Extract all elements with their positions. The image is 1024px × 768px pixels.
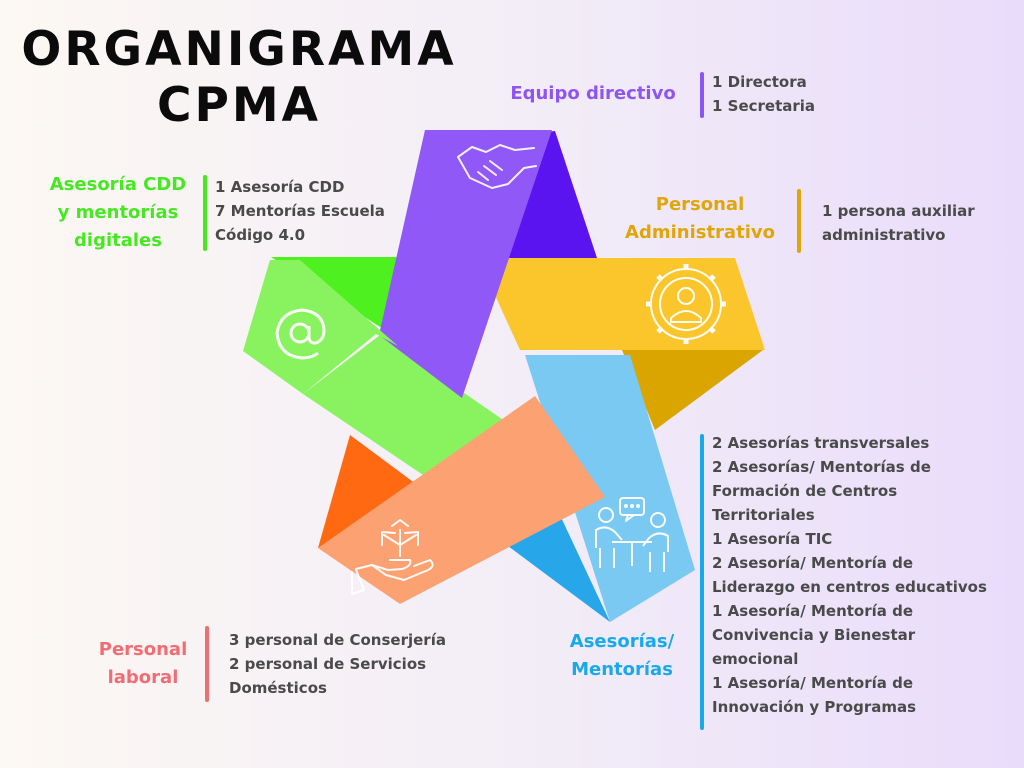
detail-line: 1 persona auxiliar	[822, 202, 975, 220]
label-line: Administrativo	[625, 222, 775, 243]
label-line: Asesoría CDD	[49, 174, 187, 195]
detail-line: 3 personal de Conserjería	[229, 631, 446, 649]
label-personal-laboral: Personal laboral	[80, 636, 206, 692]
detail-line: Convivencia y Bienestar	[712, 626, 916, 644]
detail-line: 1 Asesoría TIC	[712, 530, 833, 548]
label-line: Personal	[98, 639, 188, 660]
detail-line: Liderazgo en centros educativos	[712, 578, 987, 596]
hand-arrows-icon	[351, 519, 434, 595]
detail-line: administrativo	[822, 226, 946, 244]
label-line: y mentorías	[57, 202, 179, 223]
salmon-ribbon	[318, 396, 605, 604]
purple-ribbon	[379, 130, 552, 398]
details-administrativo: 1 persona auxiliar administrativo	[822, 199, 975, 247]
label-asesorias-mentorias: Asesorías/ Mentorías	[556, 628, 688, 684]
detail-line: Innovación y Programas	[712, 698, 917, 716]
detail-line: Territoriales	[712, 506, 815, 524]
label-line: Asesorías/	[569, 631, 675, 652]
details-laboral: 3 personal de Conserjería 2 personal de …	[229, 628, 446, 700]
title-line-1: ORGANIGRAMA	[21, 22, 457, 77]
label-personal-administrativo: Personal Administrativo	[612, 191, 788, 247]
detail-line: emocional	[712, 650, 799, 668]
detail-line: 2 Asesorías/ Mentorías de	[712, 458, 931, 476]
yellow-ribbon-shade	[622, 350, 763, 430]
detail-line: 1 Asesoría CDD	[215, 178, 345, 196]
details-cdd: 1 Asesoría CDD 7 Mentorías Escuela Códig…	[215, 175, 385, 247]
detail-line: 7 Mentorías Escuela	[215, 202, 385, 220]
detail-line: 1 Asesoría/ Mentoría de	[712, 674, 914, 692]
label-asesoria-cdd: Asesoría CDD y mentorías digitales	[40, 171, 196, 255]
page-title: ORGANIGRAMA CPMA	[0, 22, 478, 134]
green-ribbon-lower	[303, 335, 515, 481]
detail-line: 1 Secretaria	[712, 97, 816, 115]
detail-line: Formación de Centros	[712, 482, 898, 500]
detail-line: 1 Directora	[712, 73, 807, 91]
label-line: laboral	[107, 667, 179, 688]
yellow-ribbon	[478, 258, 765, 350]
divider-administrativo	[797, 189, 801, 253]
title-line-2: CPMA	[156, 78, 322, 133]
orange-ribbon-shade	[318, 435, 420, 548]
detail-line: 1 Asesoría/ Mentoría de	[712, 602, 914, 620]
label-equipo-directivo: Equipo directivo	[500, 80, 686, 108]
detail-line: 2 Asesorías transversales	[712, 434, 930, 452]
details-asesorias: 2 Asesorías transversales 2 Asesorías/ M…	[712, 431, 987, 719]
detail-line: Domésticos	[229, 679, 327, 697]
at-sign-icon	[275, 308, 326, 360]
divider-equipo	[700, 72, 704, 118]
label-line: Mentorías	[571, 659, 673, 680]
divider-laboral	[205, 626, 209, 702]
blue-ribbon	[525, 355, 695, 622]
detail-line: 2 Asesoría/ Mentoría de	[712, 554, 914, 572]
green-ribbon-upper	[243, 260, 398, 394]
divider-asesorias	[700, 434, 704, 730]
label-line: Personal	[655, 194, 745, 215]
divider-cdd	[203, 175, 207, 251]
handshake-icon	[457, 144, 537, 189]
meeting-icon	[595, 497, 669, 572]
gear-person-icon	[646, 264, 726, 344]
detail-line: Código 4.0	[215, 226, 306, 244]
detail-line: 2 personal de Servicios	[229, 655, 427, 673]
details-equipo: 1 Directora 1 Secretaria	[712, 70, 815, 118]
label-line: digitales	[74, 230, 162, 251]
label-line: Equipo directivo	[510, 83, 676, 104]
